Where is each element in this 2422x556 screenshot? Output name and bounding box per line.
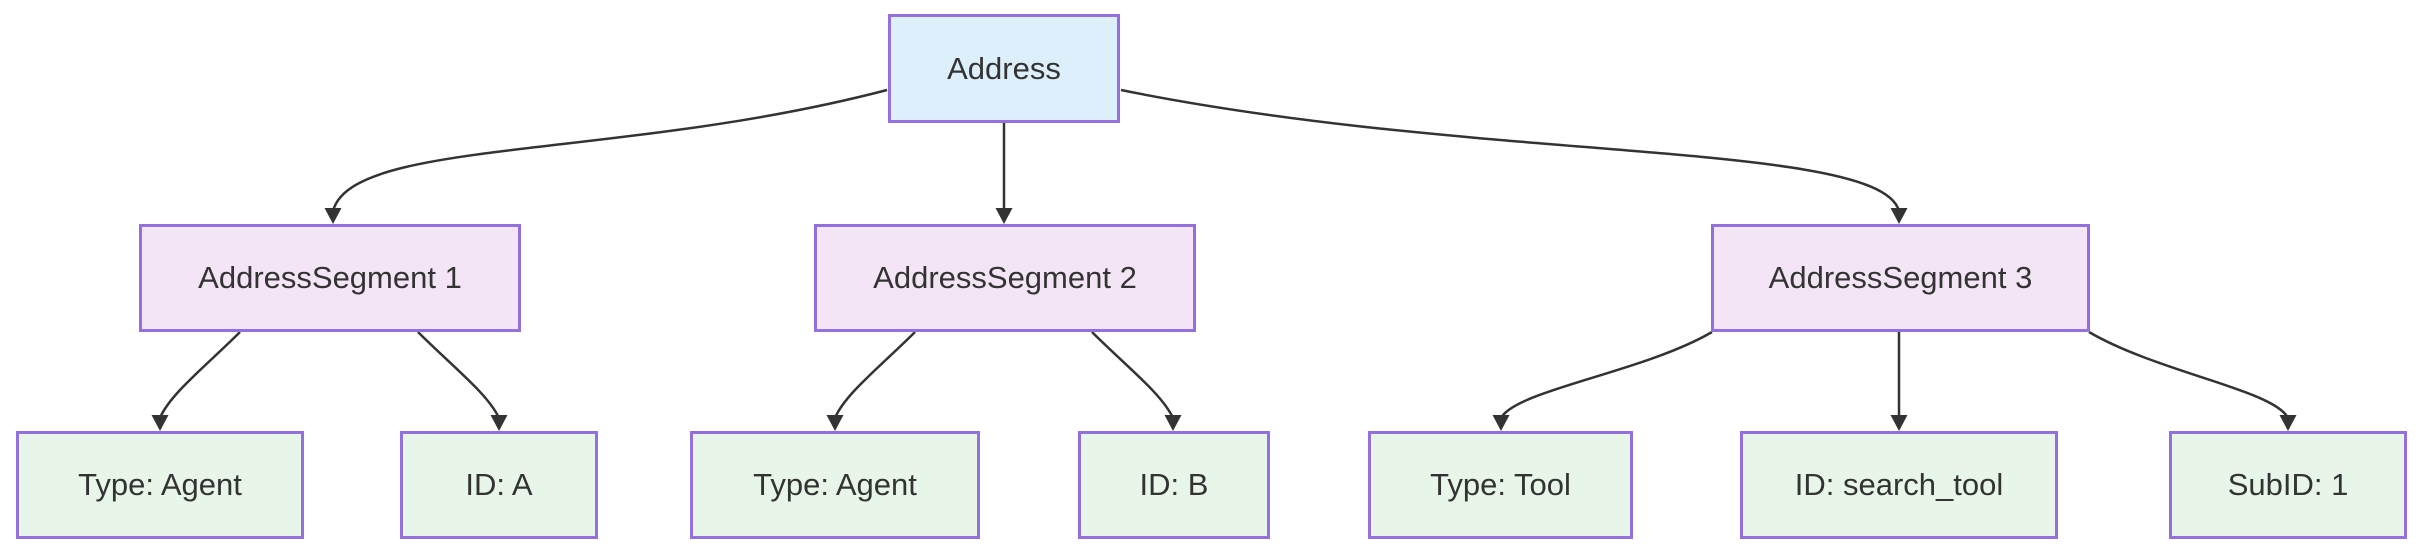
node-seg1-type-label: Type: Agent (78, 467, 242, 503)
edge-segment3-to-id-search-tool (1890, 332, 1908, 431)
node-address-segment-3: AddressSegment 3 (1711, 224, 2090, 332)
node-address: Address (888, 14, 1120, 123)
arrowhead-icon (1890, 208, 1908, 224)
node-seg3-subid: SubID: 1 (2169, 431, 2407, 539)
node-address-segment-2-label: AddressSegment 2 (873, 260, 1137, 296)
node-seg1-id-label: ID: A (465, 467, 533, 503)
arrowhead-icon (1164, 415, 1182, 431)
node-seg2-id-label: ID: B (1139, 467, 1209, 503)
edge-address-to-segment2 (995, 123, 1013, 224)
node-seg3-type-label: Type: Tool (1430, 467, 1571, 503)
node-seg3-id-label: ID: search_tool (1794, 467, 2004, 503)
edge-segment3-to-subid (2088, 330, 2297, 431)
arrowhead-icon (826, 415, 844, 431)
arrowhead-icon (995, 208, 1013, 224)
node-seg1-id: ID: A (400, 431, 598, 539)
edge-segment2-to-type-agent (826, 331, 916, 431)
edge-segment1-to-id-a (417, 331, 508, 431)
node-seg2-type: Type: Agent (690, 431, 980, 539)
arrowhead-icon (1492, 415, 1510, 431)
arrowhead-icon (490, 415, 508, 431)
edge-address-to-segment1 (324, 88, 888, 224)
edge-segment1-to-type-agent (151, 331, 241, 431)
node-seg3-subid-label: SubID: 1 (2227, 467, 2349, 503)
node-seg2-id: ID: B (1078, 431, 1270, 539)
node-seg2-type-label: Type: Agent (753, 467, 917, 503)
node-address-segment-1: AddressSegment 1 (139, 224, 521, 332)
arrowhead-icon (151, 415, 169, 431)
node-address-segment-1-label: AddressSegment 1 (198, 260, 462, 296)
node-seg3-id: ID: search_tool (1740, 431, 2058, 539)
node-seg1-type: Type: Agent (16, 431, 304, 539)
node-seg3-type: Type: Tool (1368, 431, 1633, 539)
edge-segment3-to-type-tool (1492, 330, 1713, 431)
edge-segment2-to-id-b (1091, 331, 1182, 431)
arrowhead-icon (2279, 415, 2297, 431)
node-address-segment-2: AddressSegment 2 (814, 224, 1196, 332)
node-address-segment-3-label: AddressSegment 3 (1768, 260, 2033, 296)
edge-address-to-segment3 (1120, 88, 1908, 224)
arrowhead-icon (1890, 415, 1908, 431)
node-address-label: Address (947, 50, 1061, 86)
arrowhead-icon (324, 208, 342, 224)
